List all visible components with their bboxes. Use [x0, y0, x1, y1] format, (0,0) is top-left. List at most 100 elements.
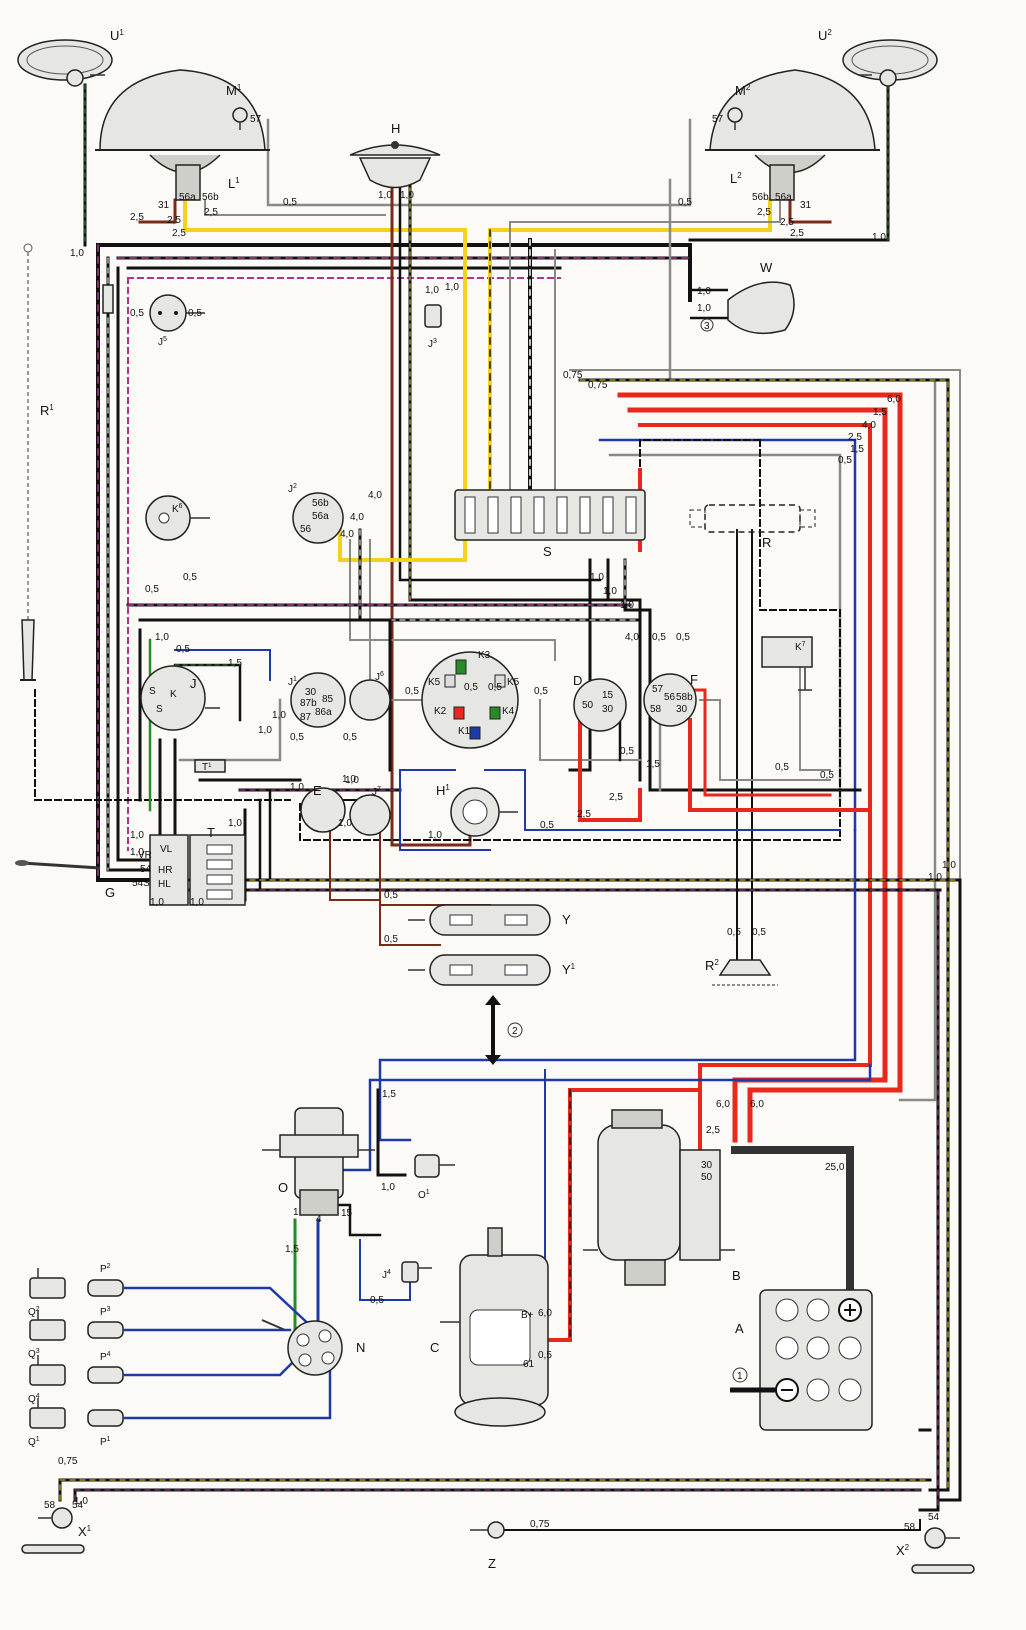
svg-text:1,0: 1,0 [603, 586, 617, 597]
svg-text:25,0: 25,0 [825, 1162, 845, 1173]
o-label: O [278, 1180, 288, 1195]
svg-text:1,5: 1,5 [646, 759, 660, 770]
j5-label: J5 [158, 336, 167, 348]
relay-j6: J6 [349, 671, 391, 721]
turn-signal-left: U1 [17, 28, 124, 87]
svg-text:56: 56 [300, 524, 312, 535]
speaker: R2 [705, 958, 778, 986]
relay-j1: J1 30 85 87b 86a 87 [288, 672, 346, 728]
svg-text:1,5: 1,5 [228, 658, 242, 669]
oil-switch-o1: O1 [414, 1154, 455, 1201]
svg-text:56a: 56a [312, 511, 329, 522]
t1-connector-top [102, 284, 114, 314]
t-connector: T [189, 825, 246, 906]
p1-label: P1 [100, 1436, 111, 1448]
svg-text:57: 57 [652, 684, 664, 695]
light-switch-f: F 57 56 58 58b 30 [643, 672, 698, 727]
svg-text:S: S [156, 704, 163, 715]
sender-j3: J3 [424, 304, 442, 350]
svg-text:85: 85 [322, 694, 334, 705]
svg-text:1,0: 1,0 [425, 285, 439, 296]
svg-text:6,0: 6,0 [887, 394, 901, 405]
ignition-switch-d: D 50 15 30 [573, 673, 627, 732]
svg-text:1,0: 1,0 [130, 830, 144, 841]
svg-text:1,0: 1,0 [697, 303, 711, 314]
plate-light-y1: Y1 [408, 954, 576, 986]
svg-text:0,75: 0,75 [563, 370, 583, 381]
svg-text:0,5: 0,5 [534, 686, 548, 697]
svg-text:1,5: 1,5 [850, 444, 864, 455]
m1-term: 57 [250, 114, 262, 125]
spark-plug-row-1: Q2 P2 [28, 1263, 124, 1318]
svg-text:4,0: 4,0 [368, 490, 382, 501]
svg-text:0,5: 0,5 [343, 732, 357, 743]
svg-text:S: S [149, 686, 156, 697]
u2-label: U2 [818, 28, 832, 43]
headlight-right: M2 57 L2 56b 56a 31 [705, 69, 880, 211]
svg-text:0,5: 0,5 [188, 308, 202, 319]
svg-text:0,5: 0,5 [130, 308, 144, 319]
t1-connector: T1 [194, 759, 226, 773]
t1-label: T1 [202, 762, 212, 773]
j-label: J [190, 676, 197, 691]
k6-label: K6 [172, 503, 183, 515]
svg-text:58b: 58b [676, 692, 693, 703]
svg-text:1,0: 1,0 [590, 572, 604, 583]
sender-j4: J4 [382, 1261, 432, 1283]
svg-text:K5: K5 [428, 677, 441, 688]
relay-j5: J5 [149, 294, 205, 348]
speedometer-cluster: K3 K5 K5 K2 K4 K1 [421, 650, 520, 749]
e-label: E [313, 783, 322, 798]
turn-switch-j: J S K S [140, 665, 220, 731]
svg-text:VL: VL [160, 844, 173, 855]
antenna-label: R1 [40, 403, 54, 418]
j3-label: J3 [428, 338, 437, 350]
svg-text:0,5: 0,5 [752, 927, 766, 938]
svg-text:6,0: 6,0 [538, 1308, 552, 1319]
horn-button-h1: H1 [436, 783, 518, 837]
svg-text:0,5: 0,5 [464, 682, 478, 693]
svg-text:0,5: 0,5 [176, 644, 190, 655]
x1-label: X1 [78, 1524, 92, 1539]
o1-label: O1 [418, 1189, 430, 1201]
horn: H [349, 121, 441, 189]
svg-text:58: 58 [44, 1500, 56, 1511]
l1-label: L1 [228, 176, 240, 191]
distributor: N [261, 1319, 365, 1376]
svg-text:50: 50 [701, 1172, 713, 1183]
svg-text:4,0: 4,0 [350, 512, 364, 523]
turn-signal-right: U2 [818, 28, 938, 87]
svg-text:HL: HL [158, 879, 171, 890]
tail-light-right: X2 58 54 [896, 1512, 975, 1574]
svg-text:0,5: 0,5 [290, 732, 304, 743]
svg-text:2,5: 2,5 [609, 792, 623, 803]
l2-t31: 31 [800, 200, 812, 211]
svg-text:1,0: 1,0 [155, 632, 169, 643]
svg-text:1,0: 1,0 [697, 286, 711, 297]
svg-text:2,5: 2,5 [577, 809, 591, 820]
svg-text:1: 1 [737, 1371, 743, 1382]
svg-text:2,5: 2,5 [757, 207, 771, 218]
svg-text:1,0: 1,0 [338, 818, 352, 829]
p4-label: P4 [100, 1351, 111, 1363]
svg-text:K2: K2 [434, 706, 447, 717]
j7-label: J7 [372, 786, 381, 798]
svg-text:1,0: 1,0 [228, 818, 242, 829]
svg-text:0,5: 0,5 [538, 1350, 552, 1361]
f-label: F [690, 672, 698, 687]
l1-t56b: 56b [202, 192, 219, 203]
svg-text:VR: VR [138, 850, 152, 861]
q1-label: Q1 [28, 1436, 40, 1448]
svg-text:K4: K4 [502, 706, 515, 717]
spark-plug-row-2: Q3 P3 [28, 1306, 124, 1360]
svg-text:1,0: 1,0 [928, 872, 942, 883]
svg-text:0,5: 0,5 [727, 927, 741, 938]
l2-t56b: 56b [752, 192, 769, 203]
plate-light-y: Y [408, 904, 571, 936]
svg-text:4,0: 4,0 [862, 420, 876, 431]
svg-text:30: 30 [701, 1160, 713, 1171]
svg-text:54: 54 [72, 1500, 84, 1511]
q2-label: Q2 [28, 1306, 40, 1318]
